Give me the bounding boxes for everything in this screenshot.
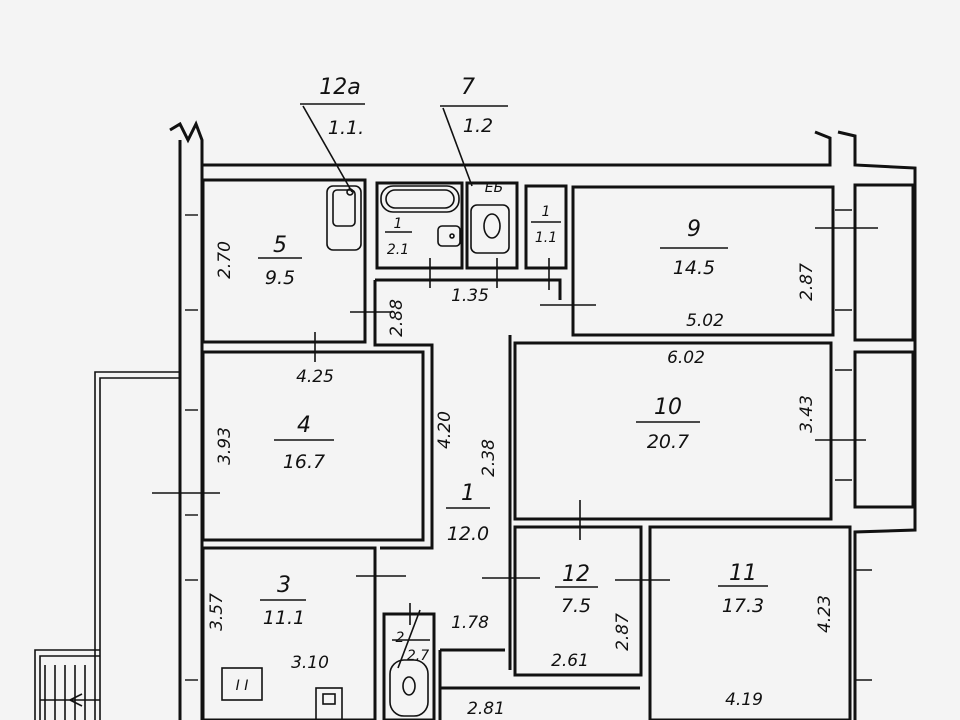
room-12-outline	[513, 525, 643, 677]
room-4-outline	[201, 350, 425, 542]
dim-2-87-bottom: 2.87	[613, 613, 633, 651]
callout-12a-area: 1.1.	[328, 117, 364, 139]
door-markers	[152, 227, 878, 625]
room-11-area: 17.3	[722, 595, 764, 617]
bathtub-icon	[380, 185, 460, 213]
dim-4-19: 4.19	[725, 690, 763, 710]
room-4-number: 4	[297, 413, 311, 438]
room-labels: 5 9.5 4 16.7 3 11.1 9 14.5 10 20.7 1 12.…	[236, 75, 765, 694]
windows	[185, 209, 872, 681]
room-4-area: 16.7	[283, 451, 325, 473]
balcony	[34, 371, 180, 720]
room-5-outline	[201, 178, 367, 344]
wc-area: 1.1	[535, 230, 557, 246]
dim-2-38: 2.38	[479, 439, 499, 477]
right-bays	[853, 183, 915, 509]
dim-1-35: 1.35	[451, 286, 489, 306]
bath-area: 2.1	[387, 242, 409, 258]
dim-5-02: 5.02	[686, 311, 724, 331]
dim-4-25: 4.25	[296, 367, 334, 387]
dim-2-88: 2.88	[387, 299, 407, 337]
toilet-icon	[470, 204, 510, 254]
room-9-number: 9	[687, 217, 701, 242]
fixtures	[221, 185, 510, 720]
room-5-number: 5	[273, 233, 287, 258]
bath-outline	[375, 181, 464, 270]
washbasin-icon	[437, 225, 461, 247]
dim-2-70: 2.70	[215, 241, 235, 279]
room-1-number: 1	[461, 481, 475, 506]
room-11-number: 11	[729, 561, 757, 586]
callout-7-number: 7	[461, 75, 475, 100]
room-12-number: 12	[562, 562, 590, 587]
dim-4-23: 4.23	[815, 595, 835, 633]
dim-6-02: 6.02	[667, 348, 705, 368]
kitchen-sink-icon	[326, 185, 362, 251]
room-3-number: 3	[277, 573, 291, 598]
bath-number: 1	[394, 216, 403, 232]
dimension-labels: 2.70 4.25 3.93 4.20 2.38 2.88 1.35 2.87 …	[207, 241, 835, 719]
room-10-outline	[513, 341, 833, 521]
callout-leaders	[258, 103, 768, 669]
wc-number: 1	[542, 204, 551, 220]
toilet-7-outline	[465, 181, 519, 270]
dim-2-87-top: 2.87	[797, 263, 817, 301]
room-5-area: 9.5	[265, 267, 295, 289]
dim-2-81: 2.81	[467, 699, 505, 719]
room-1-area: 12.0	[447, 523, 489, 545]
room-2-outline	[382, 612, 436, 720]
dim-2-61: 2.61	[551, 651, 589, 671]
room-2-number: 2	[396, 630, 405, 646]
room-10-number: 10	[654, 395, 682, 420]
heater-symbol: I I	[236, 678, 249, 694]
room-3-area: 11.1	[263, 607, 305, 629]
dim-3-93: 3.93	[215, 427, 235, 465]
callout-12a-number: 12a	[319, 75, 360, 100]
room-9-area: 14.5	[673, 257, 715, 279]
callout-7-area: 1.2	[463, 115, 493, 137]
room-3-outline	[201, 546, 377, 720]
heater-icon	[221, 667, 263, 701]
room-11-outline	[648, 525, 852, 720]
room-12-area: 7.5	[561, 595, 591, 617]
room-outlines	[201, 178, 852, 720]
room-9-outline	[571, 185, 835, 337]
dim-3-43: 3.43	[797, 395, 817, 433]
toilet-2-icon	[389, 659, 429, 717]
dim-3-10: 3.10	[291, 653, 329, 673]
stove-icon	[315, 687, 343, 720]
dim-4-20: 4.20	[435, 411, 455, 449]
room-2-area: 2.7	[407, 648, 429, 664]
dim-1-78: 1.78	[451, 613, 489, 633]
meter-symbol: ЕБ	[485, 180, 503, 196]
room-10-area: 20.7	[647, 431, 689, 453]
dim-3-57: 3.57	[207, 593, 227, 631]
wc-outline	[524, 184, 568, 270]
